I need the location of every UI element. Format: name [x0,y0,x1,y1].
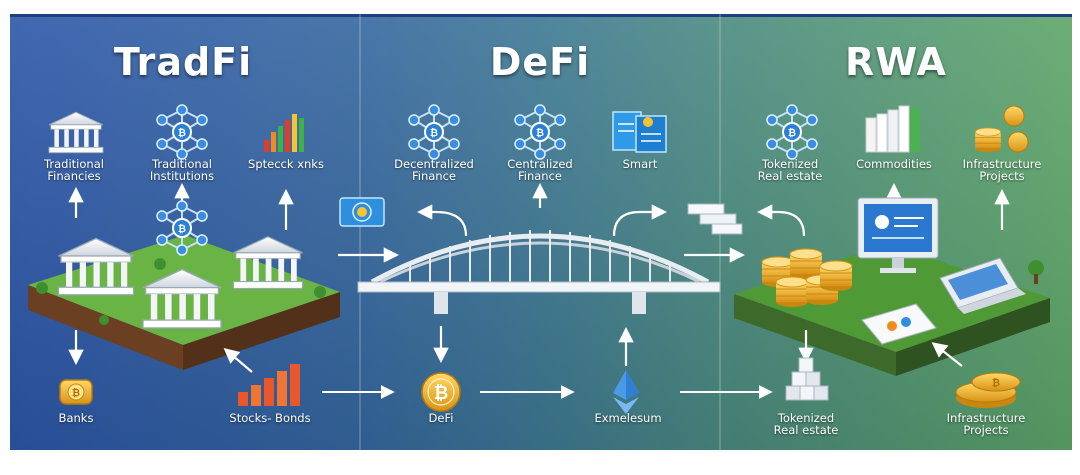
coins-icon [974,105,1029,153]
label-commodities: Commodities [856,157,932,171]
label-traditional-financies: Traditional Financies [44,157,104,183]
coin-icon: ₿ [59,379,93,405]
label-traditional-institutions: Traditional Institutions [149,157,215,183]
monitor-icon [857,197,939,273]
label-stocks-bonds: Stocks- Bonds [229,411,311,425]
bitcoin-coin-icon: ₿ [421,372,461,412]
gold-coins-icon: ₿ [955,372,1021,408]
rwa-platform [734,197,1050,376]
label-tokenized-real-estate-bottom: Tokenized Real estate [773,411,839,437]
label-spteck-xnks: Sptecck xnks [248,157,324,171]
heading-defi: DeFi [489,40,591,84]
label-centralized-finance: Centralized Finance [507,157,573,183]
bridge-icon [357,230,721,314]
label-banks: Banks [58,411,94,425]
svg-text:₿: ₿ [434,383,449,404]
svg-text:₿: ₿ [992,377,1000,389]
label-decentralized-finance: Decentralized Finance [394,157,474,183]
chip-icon [339,197,385,227]
arrow-curve-left [416,204,468,237]
smart-contract-icon [612,111,667,153]
ethereum-icon [613,370,639,414]
laptop-icon [939,257,1026,314]
bar-chart-icon [264,114,304,152]
arrow-curve-right [612,204,668,237]
svg-text:₿: ₿ [72,387,80,399]
label-exmelesum: Exmelesum [594,411,662,425]
blocks-icon [687,203,743,235]
heading-tradfi: TradFi [113,40,253,84]
label-tokenized-real-estate-top: Tokenized Real estate [757,157,823,183]
label-defi: DeFi [428,411,454,425]
arrow-to-document [931,342,963,367]
heading-rwa: RWA [845,40,947,84]
document-icon [861,303,937,345]
label-infrastructure-projects-bottom: Infrastructure Projects [946,411,1026,437]
arrow-to-platform [223,348,253,373]
arrow-curve-rwa [756,204,806,237]
label-infrastructure-projects-top: Infrastructure Projects [962,157,1042,183]
tradfi-platform [28,200,340,370]
books-icon [865,105,920,153]
label-smart: Smart [622,157,658,171]
cube-blocks-icon [785,357,829,401]
bonds-bars-icon [238,364,300,406]
